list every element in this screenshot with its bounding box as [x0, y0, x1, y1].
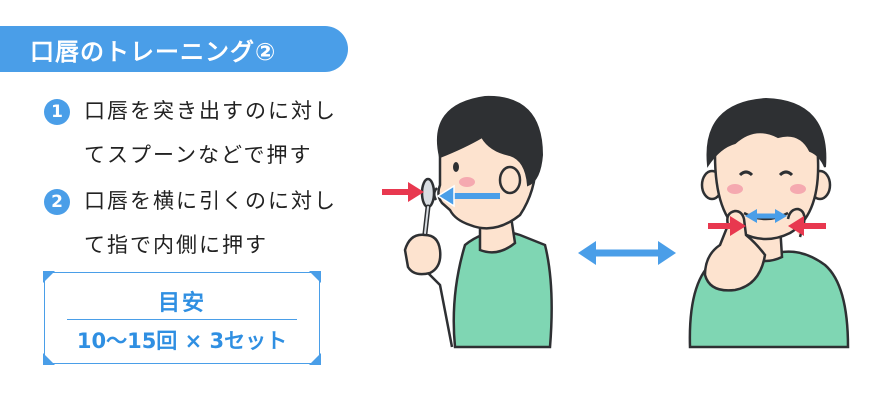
- boy-spoon-illustration: [382, 95, 553, 349]
- boy-finger-illustration: [688, 97, 850, 349]
- step-2: 2 口唇を横に引くのに対して指で内側に押す: [44, 188, 349, 267]
- title-banner: 口唇のトレーニング②: [0, 26, 348, 72]
- frame-corner: [43, 353, 55, 365]
- page-title: 口唇のトレーニング②: [30, 37, 277, 66]
- step-text: 口唇を突き出すのに対してスプーンなどで押す: [84, 99, 337, 167]
- step-1: 1 口唇を突き出すのに対してスプーンなどで押す: [44, 98, 349, 177]
- frame-corner: [43, 271, 55, 283]
- frame-corner: [309, 271, 321, 283]
- step-number-badge: 2: [44, 189, 70, 215]
- guideline-divider: [67, 319, 297, 320]
- guideline-heading: 目安: [157, 291, 206, 316]
- exercise-illustrations: [382, 95, 850, 349]
- double-arrow-icon: [578, 241, 676, 265]
- step-text: 口唇を横に引くのに対して指で内側に押す: [84, 189, 337, 257]
- frame-corner: [309, 353, 321, 365]
- guideline-reps: 10〜15回 × 3セット: [76, 329, 288, 353]
- step-number-badge: 1: [44, 99, 70, 125]
- guideline-box: 目安 10〜15回 × 3セット: [43, 271, 321, 365]
